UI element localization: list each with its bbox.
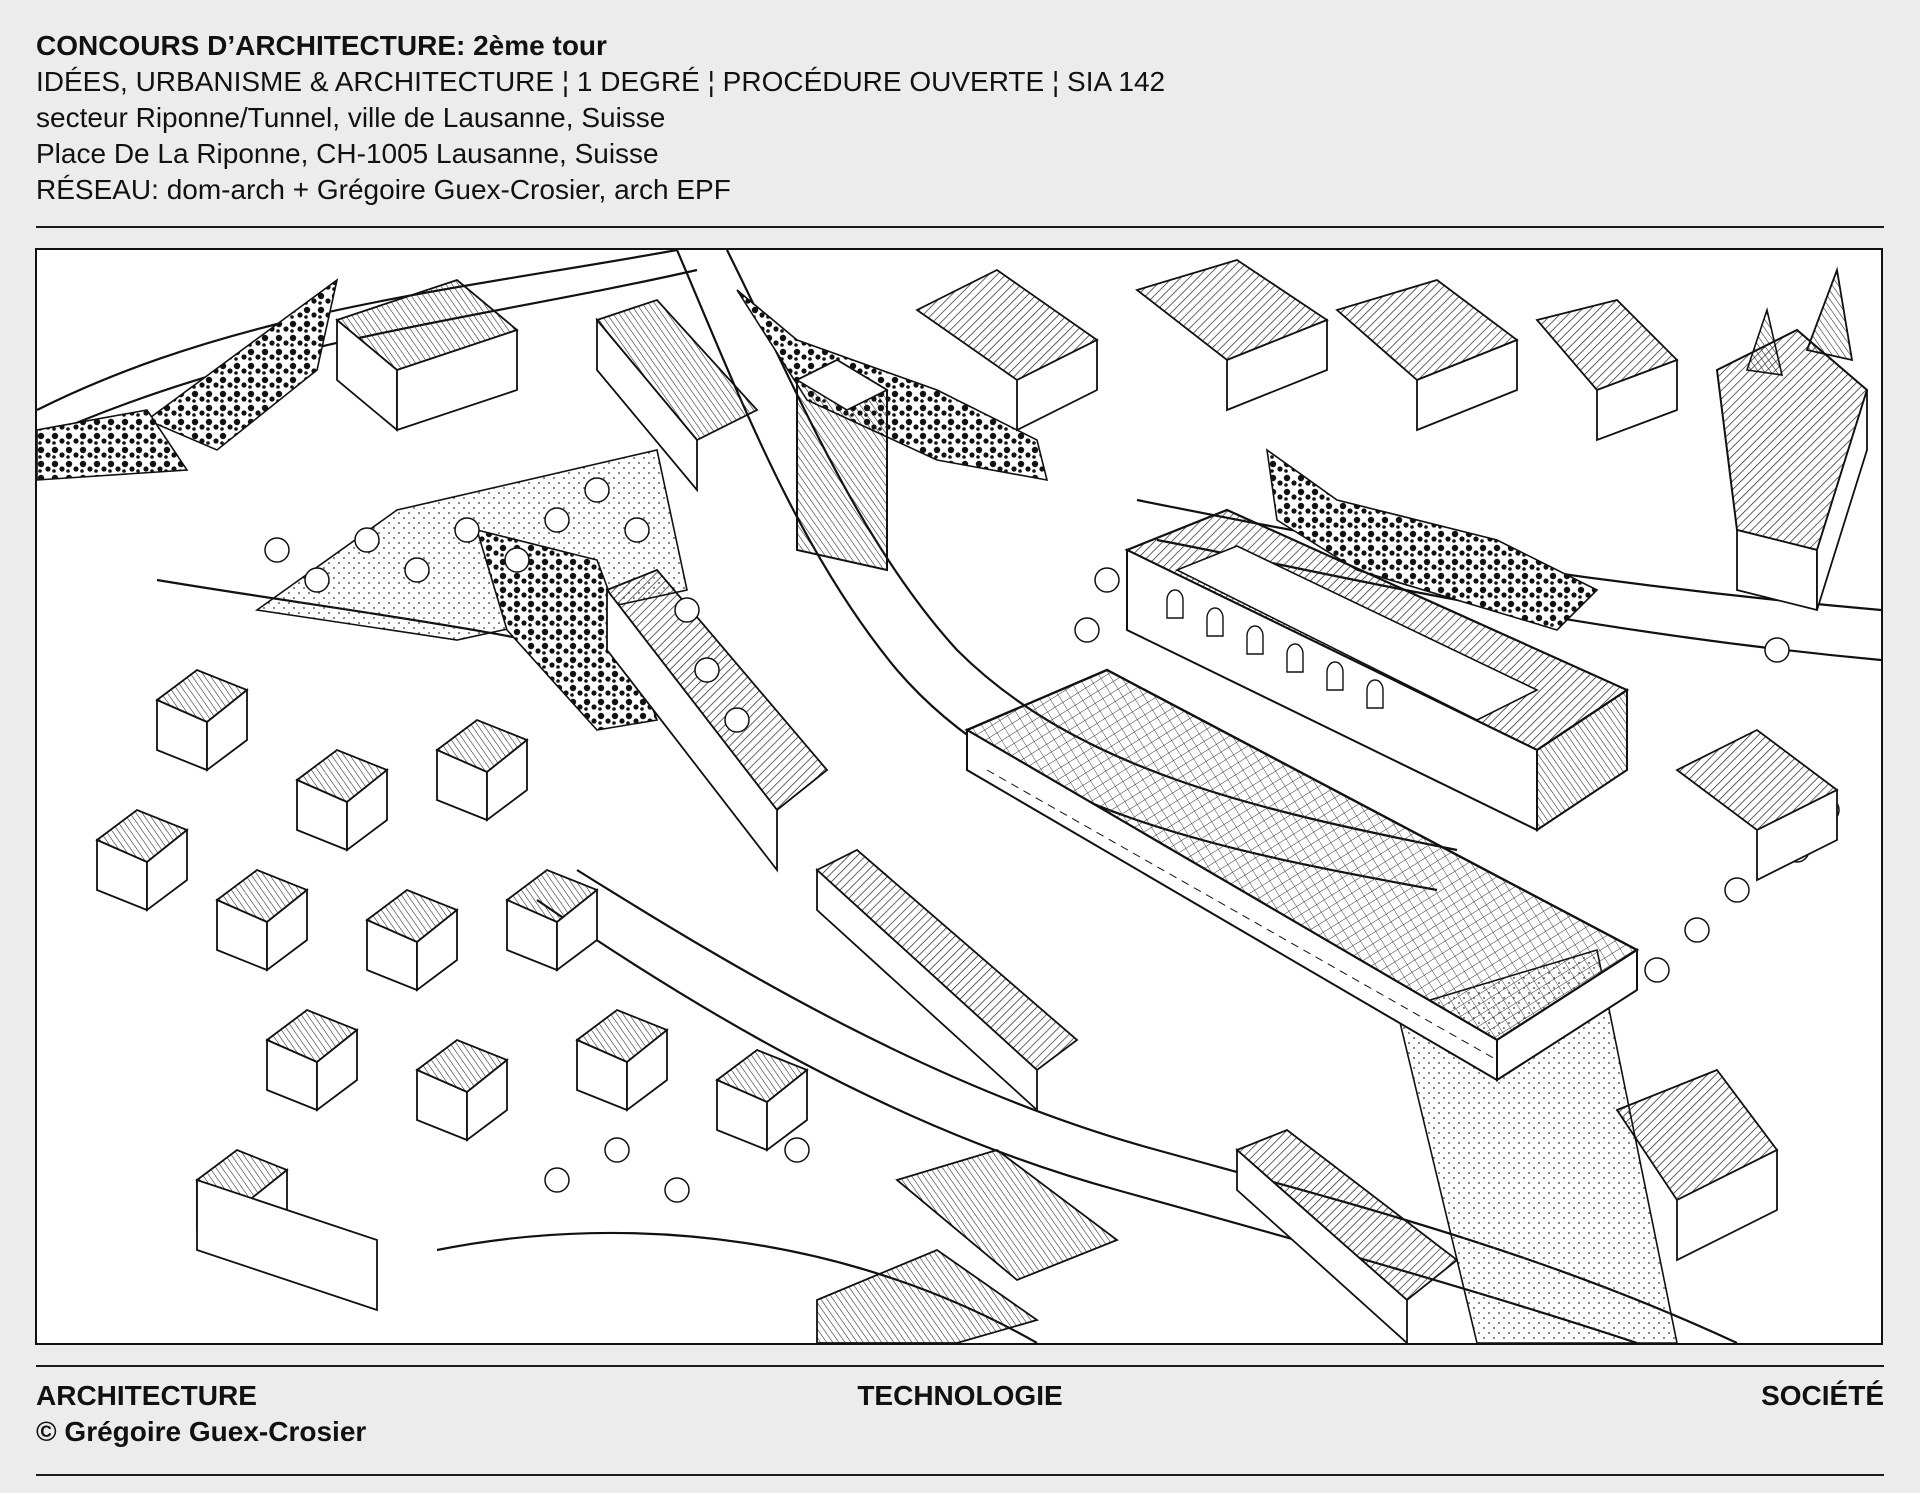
address-line: Place De La Riponne, CH-1005 Lausanne, S… (36, 138, 659, 169)
bottom-divider (36, 1365, 1884, 1367)
procedure-line: IDÉES, URBANISME & ARCHITECTURE ¦ 1 DEGR… (36, 66, 1166, 97)
footer-block: TECHNOLOGIE ARCHITECTURE SOCIÉTÉ © Grégo… (36, 1378, 1884, 1458)
axonometric-drawing (35, 248, 1883, 1345)
woods-far-west (37, 409, 189, 481)
sector-line: secteur Riponne/Tunnel, ville de Lausann… (36, 102, 666, 133)
south-buildings (816, 728, 1839, 1343)
top-divider (36, 226, 1884, 228)
footer-bottom-divider (36, 1474, 1884, 1476)
title-line: CONCOURS D’ARCHITECTURE: 2ème tour (36, 28, 1886, 64)
network-line: RÉSEAU: dom-arch + Grégoire Guex-Crosier… (36, 174, 731, 205)
trees (264, 477, 1840, 1203)
footer-center-label: TECHNOLOGIE (857, 1380, 1063, 1411)
title-bold: CONCOURS D’ARCHITECTURE: (36, 30, 466, 61)
row-buildings (196, 568, 1459, 1343)
woods-center (475, 528, 659, 731)
header-block: CONCOURS D’ARCHITECTURE: 2ème tour IDÉES… (36, 28, 1886, 208)
woods-northeast (1265, 448, 1599, 631)
drawing-svg (37, 250, 1881, 1343)
cathedral (1715, 266, 1869, 612)
copyright-text: © Grégoire Guex-Crosier (36, 1416, 367, 1447)
woods-west (145, 278, 339, 451)
market-hall (964, 668, 1640, 1082)
footer-right-label: SOCIÉTÉ (1761, 1380, 1884, 1411)
tower-block (795, 358, 889, 572)
palace-building (1124, 508, 1630, 832)
north-buildings (335, 259, 1679, 493)
title-round: 2ème tour (473, 30, 607, 61)
footer-left-label: ARCHITECTURE (36, 1380, 257, 1411)
